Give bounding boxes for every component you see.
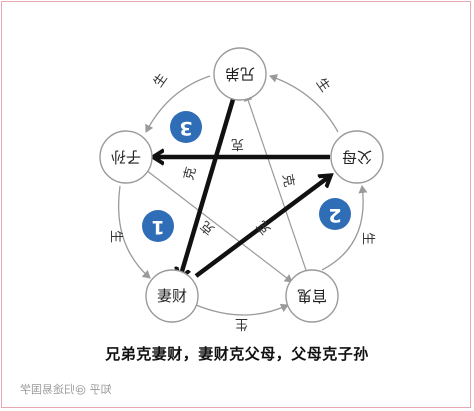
line-zisun-to-guangui: [145, 169, 293, 283]
node-label-zisun: 子孙: [111, 148, 141, 166]
generating-cycle: [117, 74, 368, 316]
badge-3: 3: [170, 111, 202, 143]
arc-fumu-to-xiongdi: [269, 74, 339, 133]
generate-label: 生: [360, 232, 375, 245]
line-guangui-to-xiongdi: [243, 93, 309, 277]
node-xiongdi: 兄弟: [213, 47, 267, 101]
controlling-thin-lines: [145, 93, 309, 283]
generate-label: 生: [313, 76, 333, 95]
control-label: 克: [231, 136, 244, 151]
generate-label: 生: [108, 230, 123, 243]
node-zisun: 子孙: [99, 130, 153, 184]
control-label: 克: [198, 217, 218, 237]
node-label-qicai: 妻财: [157, 287, 187, 305]
node-guangui: 官鬼: [285, 269, 339, 323]
caption: 兄弟克妻财，妻财克父母，父母克子孙: [105, 345, 369, 363]
badge-1: 1: [142, 210, 174, 242]
generate-label: 生: [151, 71, 171, 90]
controlling-thick-arrows: [154, 95, 330, 278]
node-label-xiongdi: 兄弟: [225, 65, 255, 83]
arc-zisun-to-qicai: [117, 185, 151, 279]
node-label-guangui: 官鬼: [297, 287, 327, 305]
control-label: 克: [182, 165, 200, 181]
arrow-qicai-to-fumu: [194, 176, 330, 278]
node-qicai: 妻财: [145, 269, 199, 323]
badge-1-number: 1: [151, 216, 164, 238]
arrow-xiongdi-to-qicai: [180, 95, 237, 278]
node-fumu: 父母: [330, 130, 384, 184]
control-labels: 克 克 克 克 克: [182, 136, 296, 237]
badge-2-number: 2: [328, 204, 341, 226]
control-label: 克: [279, 173, 296, 188]
watermark: 知乎 @归途易国学: [20, 383, 112, 396]
arc-xiongdi-to-zisun: [145, 75, 211, 133]
arc-qicai-to-guangui: [195, 303, 289, 316]
generate-label: 生: [235, 316, 248, 331]
node-label-fumu: 父母: [342, 148, 372, 166]
badge-2: 2: [319, 198, 351, 230]
badge-3-number: 3: [179, 117, 192, 139]
arc-guangui-to-fumu: [321, 185, 368, 271]
generate-labels: 生 生 生 生 生: [108, 71, 375, 331]
